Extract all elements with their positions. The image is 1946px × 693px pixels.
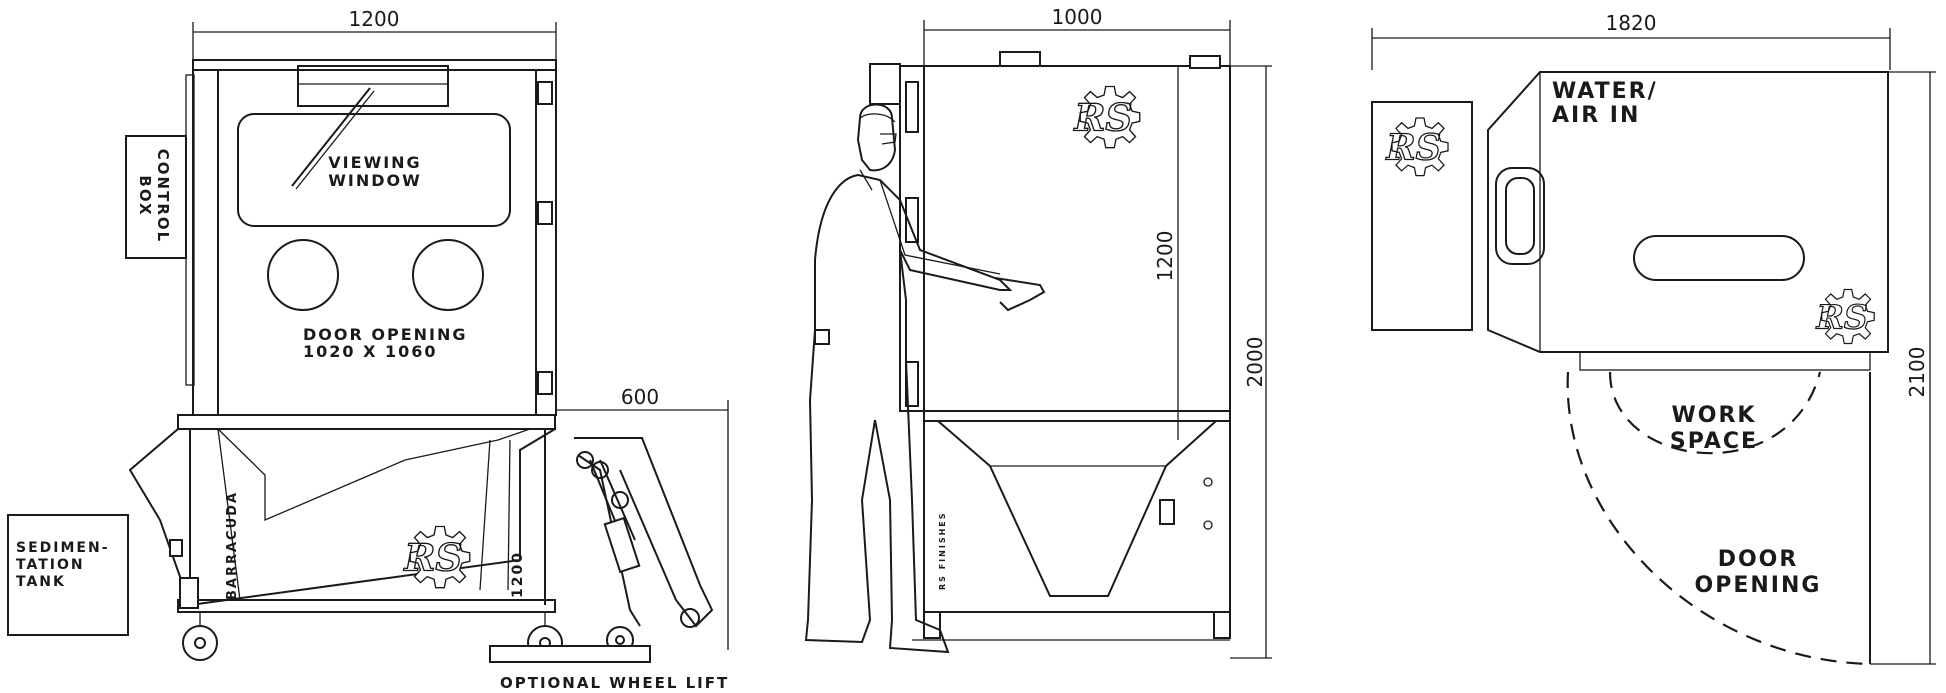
plan-depth-dimension-label: 2100 [1905, 347, 1929, 398]
wheel-lift-label: OPTIONAL WHEEL LIFT [500, 674, 729, 692]
sedimentation-tank-label-1: SEDIMEN- [16, 540, 110, 556]
svg-text:RS: RS [1385, 128, 1441, 169]
work-space-label-1: WORK [1672, 403, 1757, 428]
brand-label: BARRACUDA [225, 491, 240, 600]
side-lamp-housing [869, 63, 901, 105]
side-foot-left [923, 611, 941, 639]
hinge-middle [537, 201, 553, 225]
viewing-window-label-1: VIEWING [328, 153, 421, 172]
length-dimension-label: 1820 [1606, 11, 1657, 35]
base-frame [177, 414, 556, 430]
viewing-window-label-2: WINDOW [328, 171, 422, 190]
door-opening-size: 1020 X 1060 [303, 342, 438, 361]
svg-text:RS: RS [1073, 96, 1132, 140]
model-label: 1200 [510, 551, 526, 598]
side-outlet [1159, 499, 1175, 525]
wiper-blade [291, 87, 371, 187]
water-air-in-label-1: WATER/ [1552, 79, 1658, 104]
glove-port-right [412, 239, 484, 311]
control-box-label-1: CONTROL [154, 149, 172, 243]
plan-arm-opening [1633, 235, 1805, 281]
plan-control-box [1371, 101, 1473, 331]
base-rail [177, 599, 556, 613]
side-foot-right [1213, 611, 1231, 639]
door-opening-label-2: OPENING [1695, 573, 1822, 598]
plan-door-edge [1579, 351, 1871, 371]
door-handle [297, 65, 449, 107]
sedimentation-tank-label-3: TANK [16, 574, 66, 590]
rs-logo-front: RS [403, 525, 471, 589]
side-text: RS FINISHES [938, 511, 947, 590]
door-frame [217, 69, 537, 416]
height-dimension-label: 2000 [1243, 337, 1267, 388]
sedimentation-tank-label-2: TATION [16, 557, 85, 573]
door-opening-label-1: DOOR [1718, 547, 1799, 572]
svg-text:RS: RS [403, 536, 462, 580]
wheel-lift-mechanism [489, 437, 714, 663]
side-base-housing [923, 421, 1231, 613]
plan-side-window [1495, 167, 1545, 265]
hinge-top [537, 81, 553, 105]
wheel-left [182, 625, 218, 661]
hinge-bottom [537, 371, 553, 395]
glove-port-left [267, 239, 339, 311]
drain-pipe [179, 577, 199, 609]
width-dimension-label: 1200 [349, 7, 400, 31]
front-view: 1200 VIEWING WINDOW DOOR OPENING 1020 X … [7, 7, 729, 692]
depth-dimension-label: 1000 [1052, 5, 1103, 29]
wheel-lift-dimension-label: 600 [621, 385, 659, 409]
viewing-window [237, 113, 511, 227]
sedimentation-tank [7, 514, 129, 636]
rs-logo-plan: RS [1815, 288, 1875, 345]
water-air-in-label-2: AIR IN [1552, 103, 1640, 128]
plan-view: 1820 RS WATER/ AIR IN RS WORK SPACE DOOR… [1371, 11, 1936, 666]
rs-logo-side: RS [1073, 85, 1141, 149]
door-opening-label: DOOR OPENING [303, 325, 468, 344]
work-space-label-2: SPACE [1670, 429, 1758, 454]
operator-figure [804, 103, 1046, 654]
control-box-label-2: BOX [136, 175, 154, 216]
work-space-arc [1608, 371, 1822, 455]
rs-logo-plan-control: RS [1385, 117, 1449, 177]
svg-text:RS: RS [1816, 298, 1868, 337]
side-top-vent [999, 51, 1041, 67]
door-opening-arc [1566, 371, 1871, 666]
control-box [125, 135, 187, 259]
side-view: 1000 RS 1200 RS FINISHES [804, 5, 1272, 659]
door-height-dimension-label: 1200 [1153, 231, 1177, 282]
